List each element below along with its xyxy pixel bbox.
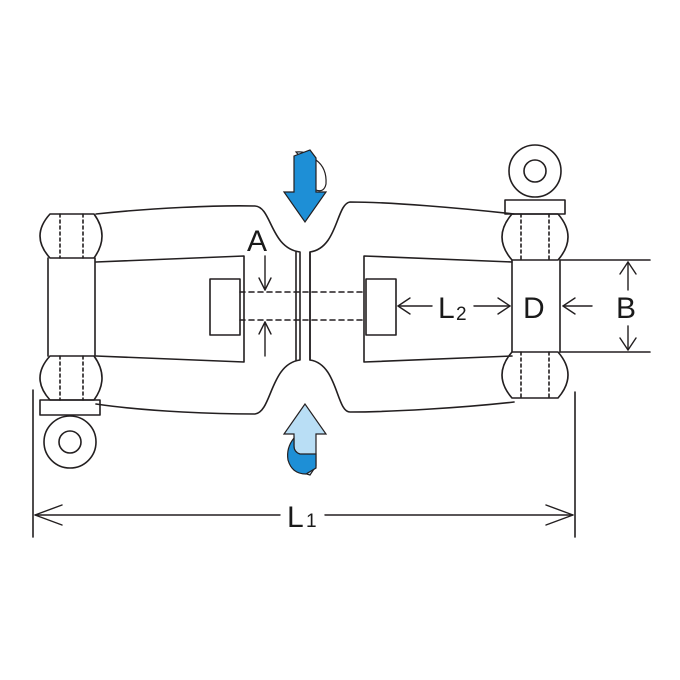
b-arrowhead-top xyxy=(619,261,637,275)
left-top-knuckle xyxy=(39,213,103,259)
rotate-up-arrow-icon xyxy=(282,402,328,476)
label-l2-sub: 2 xyxy=(456,304,467,325)
left-pin-eye-inner xyxy=(58,430,82,454)
l1-arrowhead-left xyxy=(34,504,63,526)
rotate-down-arrow-icon xyxy=(282,149,328,224)
right-bottom-knuckle xyxy=(501,351,569,399)
b-arrowhead-bottom xyxy=(619,337,637,351)
left-shackle xyxy=(39,205,301,469)
label-b: B xyxy=(616,292,636,325)
label-l2-main: L xyxy=(438,292,455,325)
left-bar xyxy=(47,257,96,357)
left-pin-plate xyxy=(39,399,101,416)
right-shackle xyxy=(309,144,569,413)
right-pin-eye-inner xyxy=(523,159,547,183)
left-pin-eye-outer xyxy=(43,415,97,469)
right-bottom-knuckle-dashes xyxy=(520,351,550,399)
a-arrowhead-top xyxy=(258,277,272,291)
right-pin-plate xyxy=(504,199,566,215)
left-body-outline xyxy=(95,205,301,415)
right-swivel-block xyxy=(365,278,397,336)
right-body-outline xyxy=(309,201,515,413)
right-inner-jaw xyxy=(363,255,513,363)
left-inner-jaw xyxy=(95,255,245,363)
label-l1-main: L xyxy=(287,501,304,534)
left-top-knuckle-dashes xyxy=(59,213,84,259)
right-top-knuckle-dashes xyxy=(520,213,550,261)
l2-arrowhead-left xyxy=(397,297,411,315)
d-arrowhead xyxy=(562,297,576,315)
left-bottom-knuckle xyxy=(39,355,103,401)
right-top-knuckle xyxy=(501,213,569,261)
center-pin-dashes xyxy=(239,291,367,321)
l1-arrowhead-right xyxy=(545,504,574,526)
left-swivel-block xyxy=(209,278,241,336)
l2-arrowhead-right xyxy=(497,297,511,315)
right-pin-eye-outer xyxy=(508,144,562,198)
right-bar xyxy=(511,259,561,353)
a-arrowhead-bottom xyxy=(258,321,272,335)
left-bottom-knuckle-dashes xyxy=(59,355,84,401)
label-d: D xyxy=(523,292,545,325)
label-a: A xyxy=(247,225,267,258)
label-l1-sub: 1 xyxy=(306,511,317,532)
